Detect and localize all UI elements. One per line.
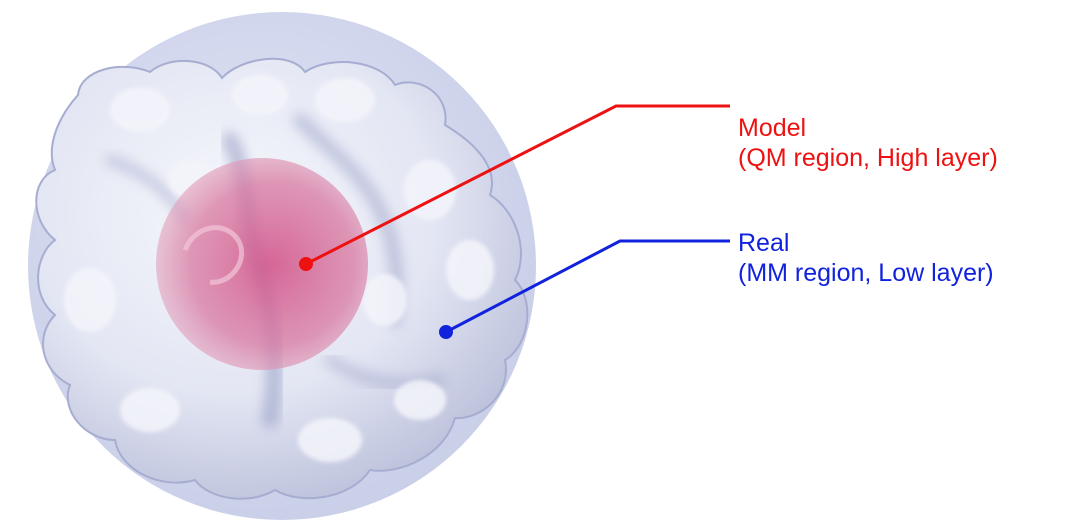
model-label: Model (QM region, High layer) (738, 113, 998, 173)
real-marker-dot (439, 325, 453, 339)
real-title: Real (738, 228, 994, 258)
real-label: Real (MM region, Low layer) (738, 228, 994, 288)
model-marker-dot (299, 257, 313, 271)
inner-qm-sphere (156, 158, 368, 370)
model-subtitle: (QM region, High layer) (738, 143, 998, 173)
model-title: Model (738, 113, 998, 143)
real-subtitle: (MM region, Low layer) (738, 258, 994, 288)
